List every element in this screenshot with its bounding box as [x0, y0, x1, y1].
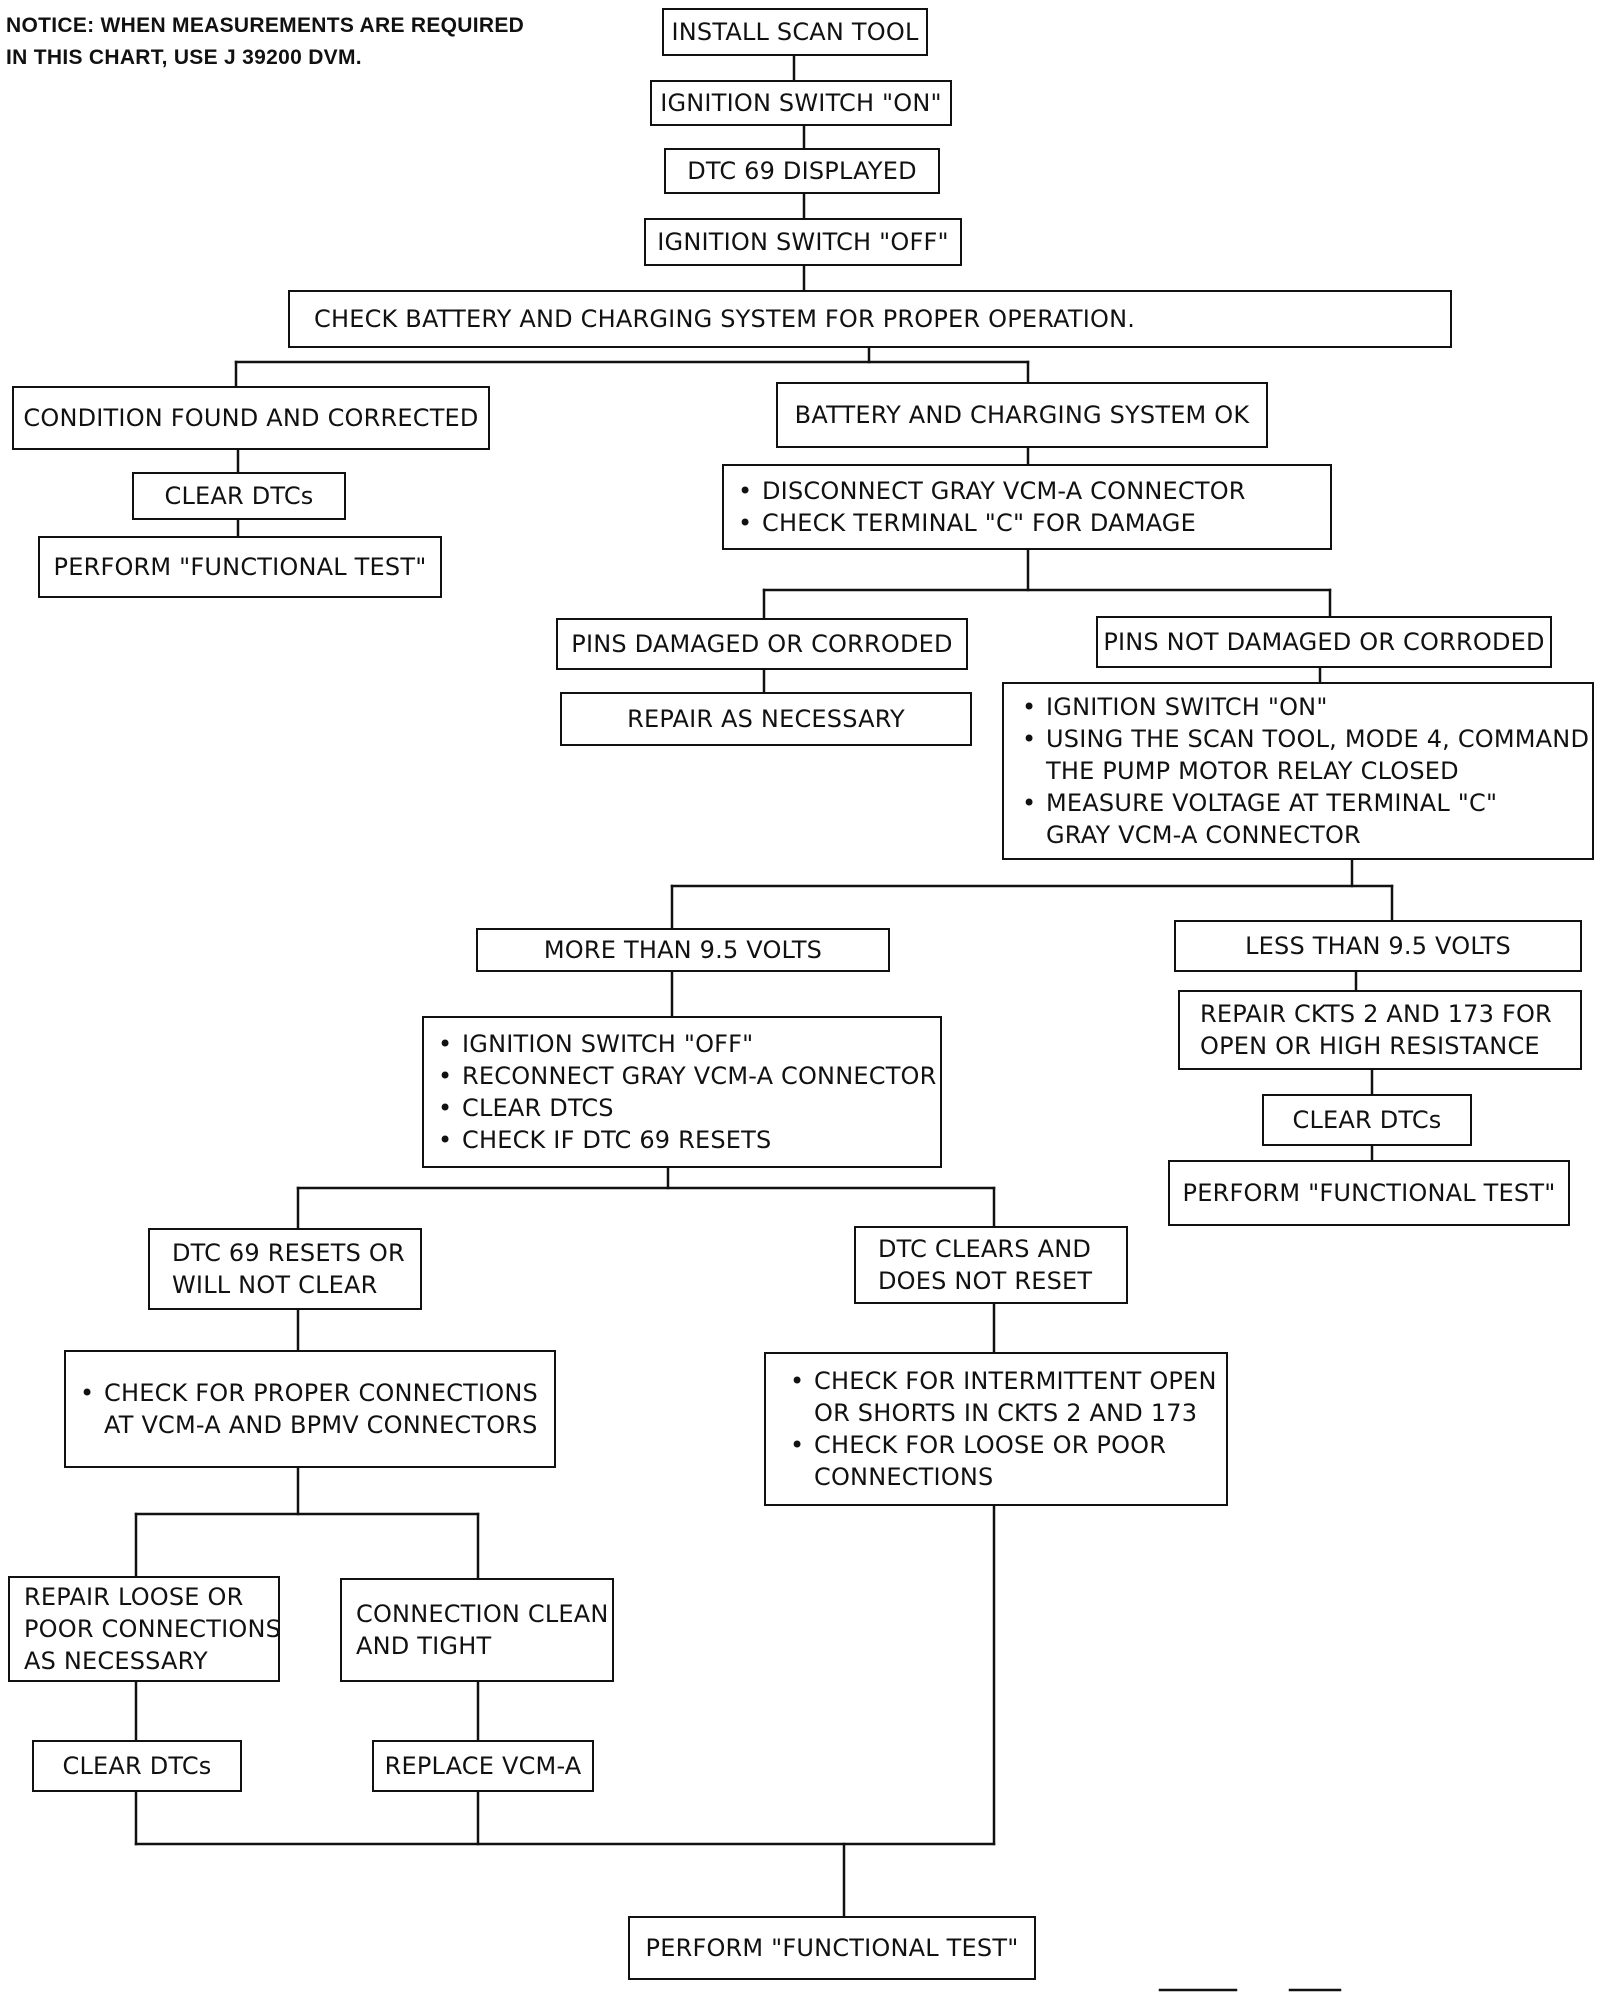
- step-clear-dtcs-2: CLEAR DTCs: [1262, 1094, 1472, 1146]
- step-text: BATTERY AND CHARGING SYSTEM OK: [794, 401, 1250, 429]
- step-replace-vcm: REPLACE VCM-A: [372, 1740, 594, 1792]
- step-dtc-clears: DTC CLEARS AND DOES NOT RESET: [854, 1226, 1128, 1304]
- step-line: OPEN OR HIGH RESISTANCE: [1200, 1032, 1540, 1060]
- step-condition-corrected: CONDITION FOUND AND CORRECTED: [12, 386, 490, 450]
- step-text: CHECK BATTERY AND CHARGING SYSTEM FOR PR…: [314, 305, 1136, 333]
- step-repair-necessary: REPAIR AS NECESSARY: [560, 692, 972, 746]
- bullet-line: IGNITION SWITCH "ON": [1022, 691, 1328, 723]
- bullet-continuation: OR SHORTS IN CKTS 2 AND 173: [814, 1399, 1198, 1427]
- step-battery-ok: BATTERY AND CHARGING SYSTEM OK: [776, 382, 1268, 448]
- step-pins-not-damaged: PINS NOT DAMAGED OR CORRODED: [1096, 616, 1552, 668]
- step-ignition-on: IGNITION SWITCH "ON": [650, 80, 952, 126]
- bullet-continuation: CONNECTIONS: [814, 1463, 994, 1491]
- bullet-line: IGNITION SWITCH "OFF": [438, 1028, 753, 1060]
- step-check-battery: CHECK BATTERY AND CHARGING SYSTEM FOR PR…: [288, 290, 1452, 348]
- bullet-line: CHECK IF DTC 69 RESETS: [438, 1124, 771, 1156]
- step-text: REPLACE VCM-A: [384, 1752, 582, 1780]
- step-text: PINS NOT DAMAGED OR CORRODED: [1103, 628, 1545, 656]
- step-line: DTC 69 RESETS OR: [172, 1239, 405, 1267]
- step-line: CONNECTION CLEAN: [356, 1600, 609, 1628]
- step-check-connections: CHECK FOR PROPER CONNECTIONS AT VCM-A AN…: [64, 1350, 556, 1468]
- step-text: IGNITION SWITCH "ON": [660, 89, 942, 117]
- step-dtc69-displayed: DTC 69 DISPLAYED: [664, 148, 940, 194]
- step-less-than: LESS THAN 9.5 VOLTS: [1174, 920, 1582, 972]
- step-functional-test-1: PERFORM "FUNCTIONAL TEST": [38, 536, 442, 598]
- step-text: DTC 69 DISPLAYED: [687, 157, 917, 185]
- bullet-line: CHECK FOR LOOSE OR POOR: [790, 1429, 1166, 1461]
- bullet-line: CHECK FOR INTERMITTENT OPEN: [790, 1365, 1217, 1397]
- step-text: IGNITION SWITCH "OFF": [657, 228, 949, 256]
- notice-line: IN THIS CHART, USE J 39200 DVM.: [6, 46, 362, 69]
- step-text: PINS DAMAGED OR CORRODED: [571, 630, 953, 658]
- step-text: CLEAR DTCs: [164, 482, 314, 510]
- bullet-line: CHECK TERMINAL "C" FOR DAMAGE: [738, 507, 1196, 539]
- step-text: LESS THAN 9.5 VOLTS: [1245, 932, 1511, 960]
- notice-text: NOTICE: WHEN MEASUREMENTS ARE REQUIRED I…: [6, 10, 606, 74]
- step-text: CONDITION FOUND AND CORRECTED: [23, 404, 479, 432]
- step-clear-dtcs-1: CLEAR DTCs: [132, 472, 346, 520]
- step-more-than: MORE THAN 9.5 VOLTS: [476, 928, 890, 972]
- bullet-line: USING THE SCAN TOOL, MODE 4, COMMAND: [1022, 723, 1589, 755]
- step-pins-damaged: PINS DAMAGED OR CORRODED: [556, 618, 968, 670]
- bullet-line: CHECK FOR PROPER CONNECTIONS: [80, 1377, 538, 1409]
- step-text: CLEAR DTCs: [1292, 1106, 1442, 1134]
- step-functional-test-2: PERFORM "FUNCTIONAL TEST": [1168, 1160, 1570, 1226]
- step-text: PERFORM "FUNCTIONAL TEST": [645, 1934, 1019, 1962]
- bullet-line: DISCONNECT GRAY VCM-A CONNECTOR: [738, 475, 1246, 507]
- step-clear-dtcs-3: CLEAR DTCs: [32, 1740, 242, 1792]
- step-repair-ckts: REPAIR CKTS 2 AND 173 FOR OPEN OR HIGH R…: [1178, 990, 1582, 1070]
- step-line: AS NECESSARY: [24, 1647, 208, 1675]
- step-measure-voltage: IGNITION SWITCH "ON" USING THE SCAN TOOL…: [1002, 682, 1594, 860]
- bullet-continuation: THE PUMP MOTOR RELAY CLOSED: [1046, 757, 1459, 785]
- step-line: REPAIR CKTS 2 AND 173 FOR: [1200, 1000, 1552, 1028]
- bullet-continuation: GRAY VCM-A CONNECTOR: [1046, 821, 1361, 849]
- bullet-continuation: AT VCM-A AND BPMV CONNECTORS: [104, 1411, 538, 1439]
- step-text: PERFORM "FUNCTIONAL TEST": [1182, 1179, 1556, 1207]
- step-connection-clean: CONNECTION CLEAN AND TIGHT: [340, 1578, 614, 1682]
- step-check-intermittent: CHECK FOR INTERMITTENT OPEN OR SHORTS IN…: [764, 1352, 1228, 1506]
- step-disconnect-check: DISCONNECT GRAY VCM-A CONNECTOR CHECK TE…: [722, 464, 1332, 550]
- step-line: REPAIR LOOSE OR: [24, 1583, 244, 1611]
- step-ignition-off: IGNITION SWITCH "OFF": [644, 218, 962, 266]
- bullet-line: CLEAR DTCS: [438, 1092, 614, 1124]
- step-install-scan-tool: INSTALL SCAN TOOL: [662, 8, 928, 56]
- step-line: AND TIGHT: [356, 1632, 492, 1660]
- step-line: DTC CLEARS AND: [878, 1235, 1092, 1263]
- bullet-line: RECONNECT GRAY VCM-A CONNECTOR: [438, 1060, 937, 1092]
- step-functional-test-final: PERFORM "FUNCTIONAL TEST": [628, 1916, 1036, 1980]
- bullet-line: MEASURE VOLTAGE AT TERMINAL "C": [1022, 787, 1497, 819]
- step-text: CLEAR DTCs: [62, 1752, 212, 1780]
- step-text: PERFORM "FUNCTIONAL TEST": [53, 553, 427, 581]
- notice-line: NOTICE: WHEN MEASUREMENTS ARE REQUIRED: [6, 14, 525, 37]
- step-line: POOR CONNECTIONS: [24, 1615, 282, 1643]
- step-reconnect-checks: IGNITION SWITCH "OFF" RECONNECT GRAY VCM…: [422, 1016, 942, 1168]
- step-text: MORE THAN 9.5 VOLTS: [543, 936, 823, 964]
- step-text: REPAIR AS NECESSARY: [627, 705, 905, 733]
- step-repair-loose: REPAIR LOOSE OR POOR CONNECTIONS AS NECE…: [8, 1576, 282, 1682]
- step-dtc-resets: DTC 69 RESETS OR WILL NOT CLEAR: [148, 1228, 422, 1310]
- step-line: WILL NOT CLEAR: [172, 1271, 378, 1299]
- step-text: INSTALL SCAN TOOL: [671, 18, 919, 46]
- step-line: DOES NOT RESET: [878, 1267, 1093, 1295]
